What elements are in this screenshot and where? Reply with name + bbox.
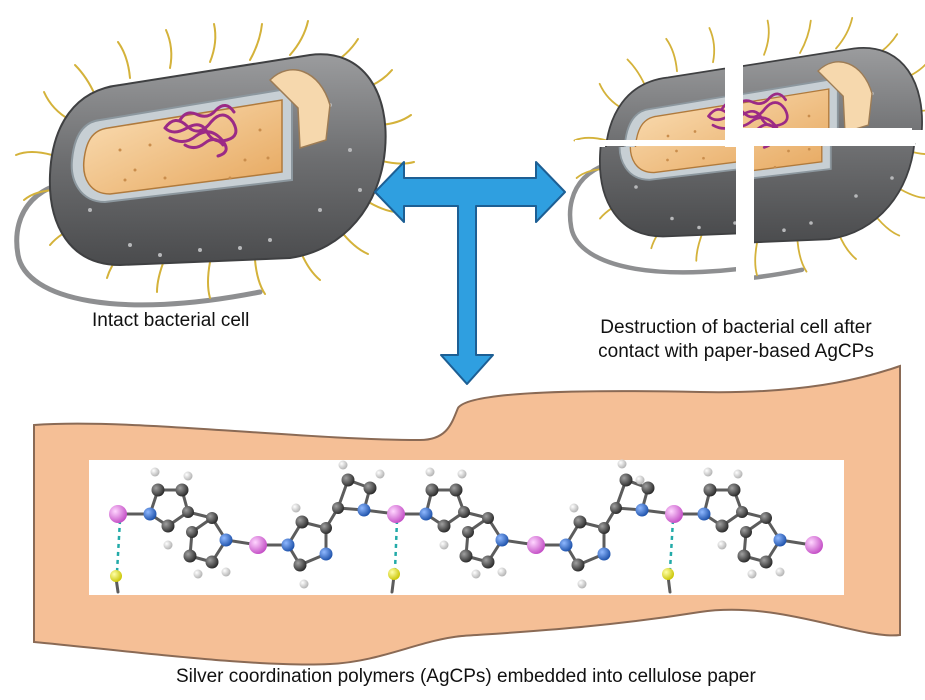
paper-caption: Silver coordination polymers (AgCPs) emb…	[176, 666, 756, 687]
t-shaped-arrow	[374, 161, 566, 385]
destroyed-cell-caption: Destruction of bacterial cell after cont…	[560, 316, 912, 364]
destroyed-bacterium-illustration	[569, 0, 925, 330]
destroyed-cell-caption-line-2: contact with paper-based AgCPs	[598, 341, 874, 362]
intact-bacterium-illustration	[16, 21, 414, 305]
destroyed-cell-caption-line-1: Destruction of bacterial cell after	[600, 317, 872, 338]
silver-coordination-polymer-structure	[89, 459, 844, 595]
intact-cell-caption: Intact bacterial cell	[92, 310, 250, 331]
